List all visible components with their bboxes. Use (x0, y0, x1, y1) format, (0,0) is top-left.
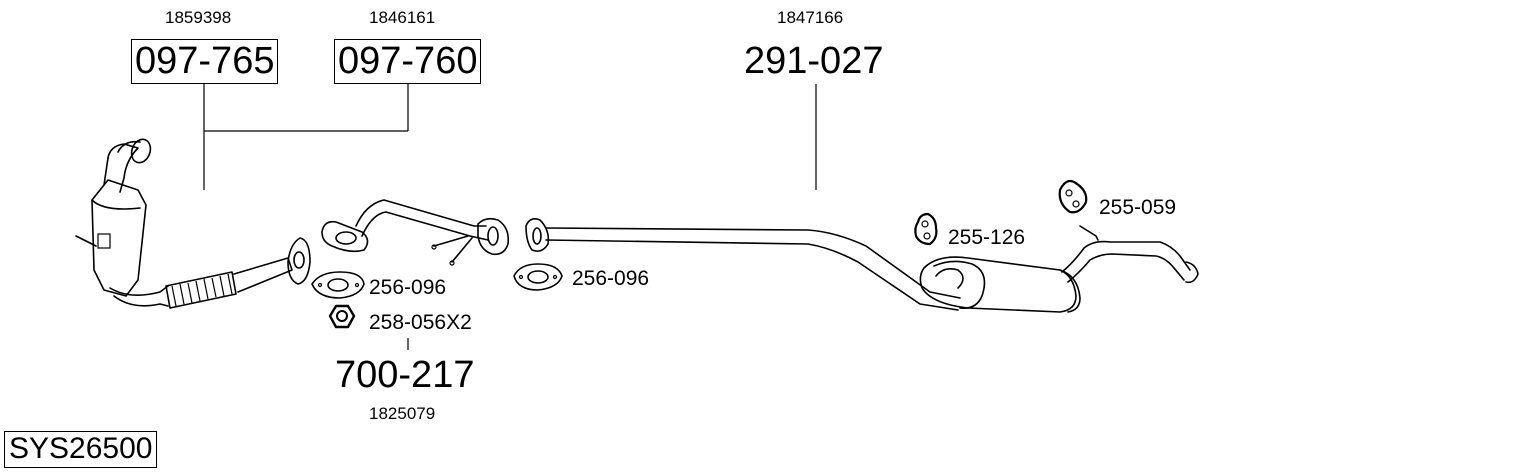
ref-number-1847166: 1847166 (777, 8, 844, 27)
part-label-097-765[interactable]: 097-765 (131, 39, 279, 84)
catalytic-converter (75, 138, 169, 307)
accessory-code-gasket-1[interactable]: 256-096 (369, 276, 447, 299)
gasket-icon (513, 263, 563, 291)
rear-muffler (919, 225, 1199, 313)
accessory-code-gasket-2[interactable]: 256-096 (572, 267, 650, 290)
leader-lines (203, 83, 817, 350)
system-code: SYS26500 (4, 431, 158, 468)
accessory-code-hanger-1[interactable]: 255-126 (948, 226, 1026, 249)
ref-number-1846161: 1846161 (369, 8, 436, 27)
rubber-hanger-icon (1058, 179, 1088, 214)
part-label-291-027[interactable]: 291-027 (744, 40, 884, 82)
accessory-code-nut[interactable]: 258-056X2 (369, 311, 472, 334)
ref-number-1825079: 1825079 (369, 404, 436, 423)
rubber-hanger-icon (914, 212, 938, 246)
part-label-700-217[interactable]: 700-217 (335, 354, 475, 396)
front-flange (287, 237, 311, 285)
ref-number-1859398: 1859398 (165, 8, 232, 27)
middle-pipe (525, 218, 961, 311)
part-label-097-760[interactable]: 097-760 (334, 39, 482, 84)
flex-pipe (165, 257, 293, 309)
gasket-icon (311, 271, 365, 299)
front-pipe (321, 199, 510, 266)
nut-icon (328, 304, 356, 329)
accessory-code-hanger-2[interactable]: 255-059 (1099, 196, 1177, 219)
